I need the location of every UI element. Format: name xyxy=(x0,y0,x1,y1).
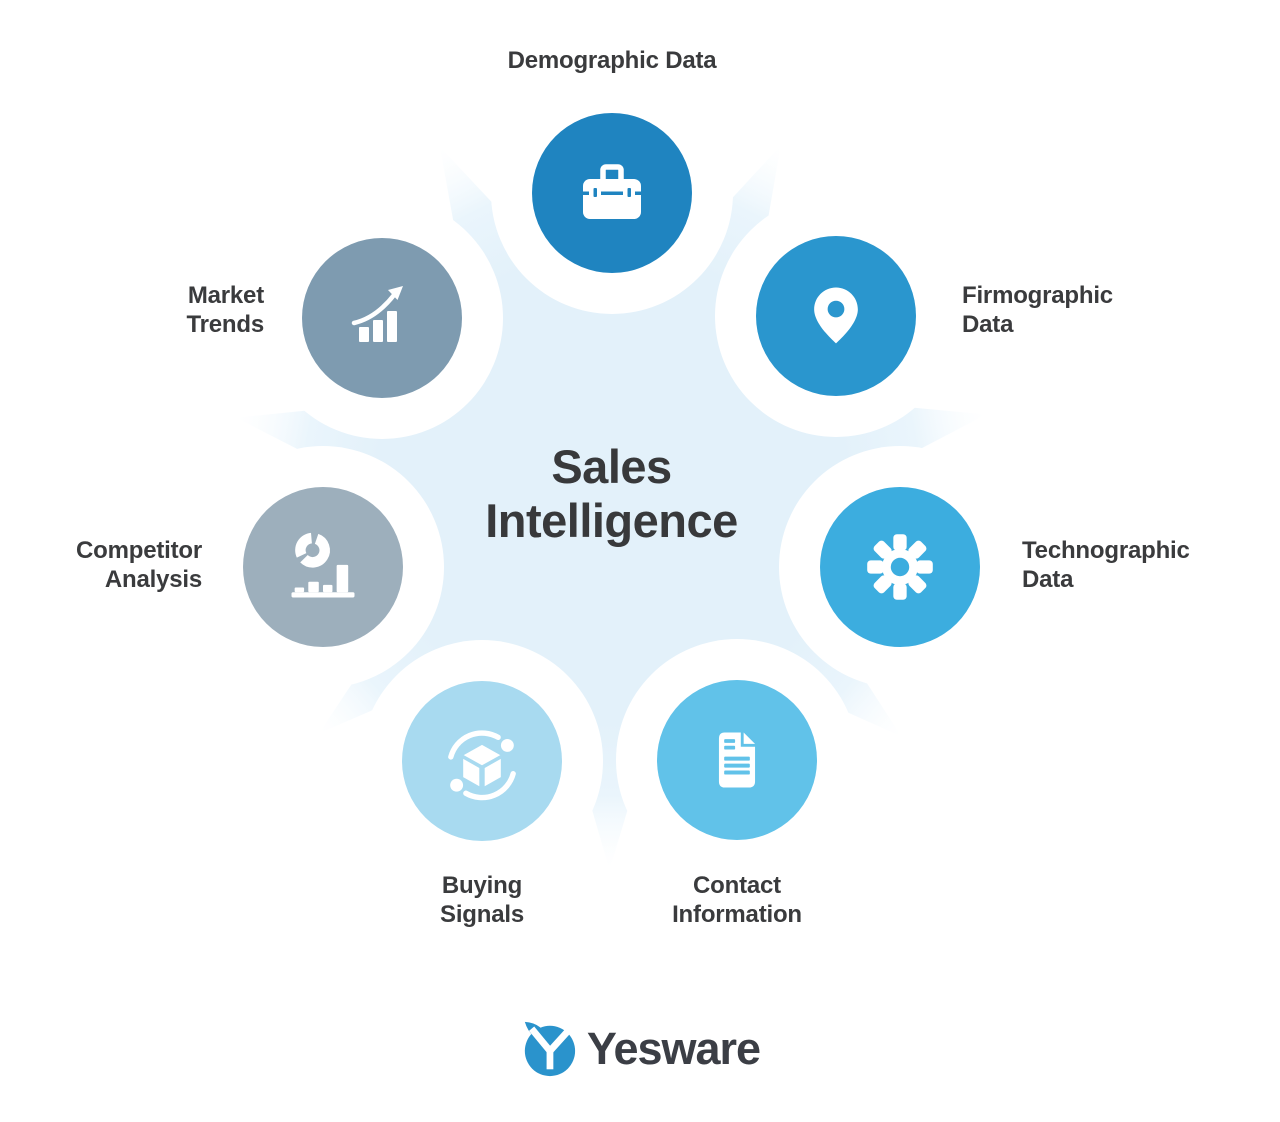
node-demographic-data-label: Demographic Data xyxy=(507,47,717,74)
node-demographic-data-circle xyxy=(532,113,692,273)
center-title: Sales Intelligence xyxy=(485,440,738,547)
node-firmographic-data-label: Firmographic Data xyxy=(962,282,1113,339)
brand-wordmark: Yesware xyxy=(586,1023,761,1074)
node-competitor-analysis-label: Competitor Analysis xyxy=(76,537,202,594)
node-contact-information-circle xyxy=(657,680,817,840)
node-market-trends-label: Market Trends xyxy=(186,282,265,339)
brand-footer: Yesware xyxy=(0,1020,1280,1078)
node-technographic-data-circle xyxy=(820,487,980,647)
node-market-trends-circle xyxy=(302,238,462,398)
map-pin-icon xyxy=(814,287,858,344)
trend-arrow-icon xyxy=(351,286,403,342)
node-contact-information-label: Contact Information xyxy=(672,872,802,929)
document-icon xyxy=(718,732,756,788)
node-buying-signals-label: Buying Signals xyxy=(440,872,524,929)
donut-bar-chart-icon xyxy=(291,532,355,598)
toolbox-icon xyxy=(583,164,641,219)
node-buying-signals-circle xyxy=(402,681,562,841)
node-competitor-analysis-circle xyxy=(243,487,403,647)
cube-orbit-icon xyxy=(448,730,516,801)
yesware-logo-icon xyxy=(524,1021,576,1077)
gear-icon xyxy=(867,534,933,600)
node-firmographic-data-circle xyxy=(756,236,916,396)
node-technographic-data-label: Technographic Data xyxy=(1022,537,1190,594)
